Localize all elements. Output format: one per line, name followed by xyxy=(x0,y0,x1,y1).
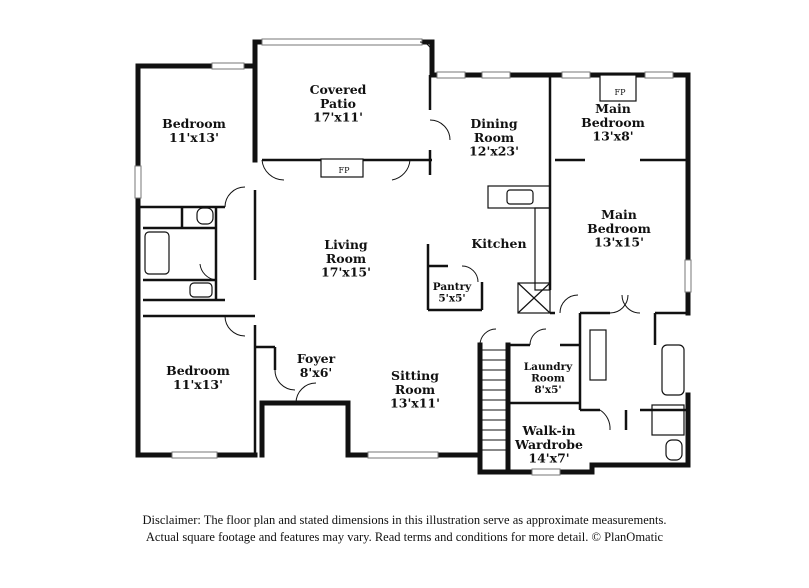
room-dimension: 8'x6' xyxy=(300,365,333,380)
room-name-line: Room xyxy=(474,130,514,145)
room-name-line: Dining xyxy=(470,116,518,131)
disclaimer-line2: Actual square footage and features may v… xyxy=(145,530,664,544)
disclaimer-line1: Disclaimer: The floor plan and stated di… xyxy=(142,513,667,527)
room-dimension: 14'x7' xyxy=(528,451,569,466)
fireplace-label-main: FP xyxy=(615,88,627,97)
door-swings xyxy=(199,41,641,431)
room-dimension: 17'x11' xyxy=(313,110,363,125)
room-dimension: 17'x15' xyxy=(321,265,371,280)
room-name-line: Foyer xyxy=(297,351,336,366)
room-name-line: Room xyxy=(395,382,435,397)
room-name-line: Kitchen xyxy=(471,236,526,251)
room-name-line: Bedroom xyxy=(581,115,645,130)
room-name-line: Room xyxy=(531,373,565,385)
room-name-line: Patio xyxy=(320,96,356,111)
room-dimension: 11'x13' xyxy=(173,377,223,392)
room-dimension: 8'x5' xyxy=(534,384,561,396)
windows xyxy=(134,38,692,476)
room-label-kitchen: Kitchen xyxy=(471,236,526,251)
room-name-line: Laundry xyxy=(524,361,573,373)
room-name-line: Bedroom xyxy=(587,221,651,236)
room-name-line: Covered xyxy=(310,82,367,97)
stairs xyxy=(479,349,509,451)
room-name-line: Sitting xyxy=(391,368,439,383)
room-name-line: Room xyxy=(326,251,366,266)
room-name-line: Main xyxy=(595,101,631,116)
room-name-line: Bedroom xyxy=(162,116,226,131)
room-dimension: 5'x5' xyxy=(438,293,465,305)
room-name-line: Living xyxy=(324,237,368,252)
room-dimension: 13'x11' xyxy=(390,396,440,411)
room-dimension: 13'x15' xyxy=(594,235,644,250)
fireplaces xyxy=(320,74,637,178)
room-name-line: Wardrobe xyxy=(514,437,583,452)
room-dimension: 13'x8' xyxy=(592,129,633,144)
room-name-line: Bedroom xyxy=(166,363,230,378)
room-name-line: Main xyxy=(601,207,637,222)
fireplace-label-living: FP xyxy=(339,166,351,175)
bath-fixtures xyxy=(144,207,685,461)
room-dimension: 11'x13' xyxy=(169,130,219,145)
room-name-line: Pantry xyxy=(433,281,472,293)
room-name-line: Walk-in xyxy=(522,423,576,438)
room-dimension: 12'x23' xyxy=(469,144,519,159)
kitchen-counters xyxy=(487,185,551,314)
